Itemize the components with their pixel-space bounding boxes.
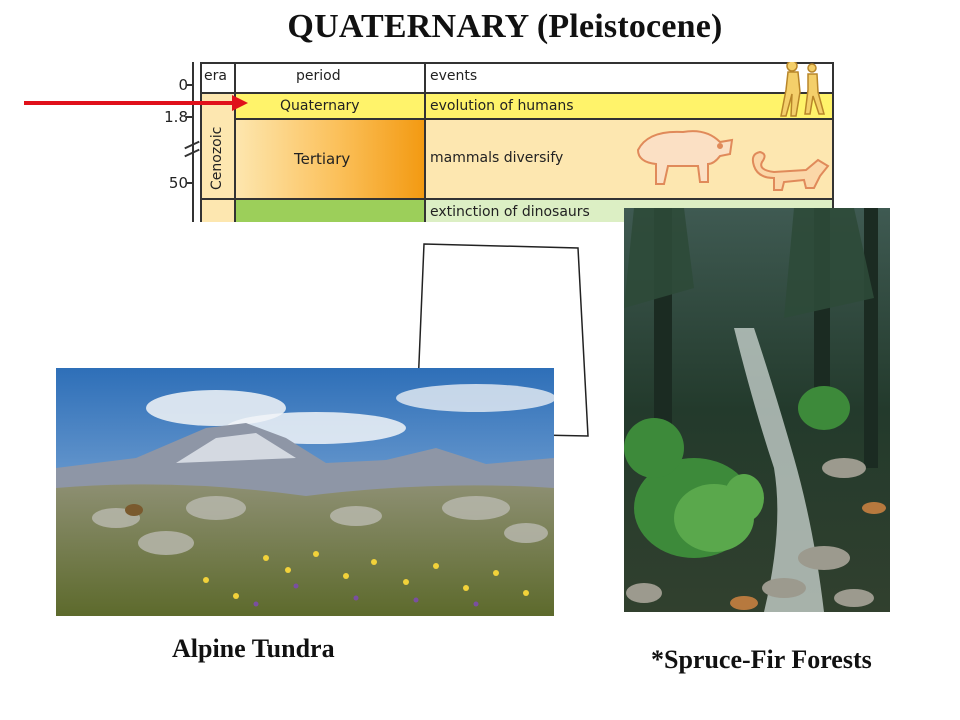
- period-quaternary: Quaternary: [280, 98, 360, 114]
- age-label: 0: [178, 76, 188, 94]
- pointer-arrow: [24, 101, 232, 105]
- era-cell-bg: [200, 94, 234, 222]
- caption-alpine-tundra: Alpine Tundra: [172, 634, 335, 663]
- small-mammal-icon: [751, 150, 830, 191]
- column-header-events: events: [430, 68, 478, 84]
- spruce-fir-forest-photo: [624, 208, 890, 612]
- event-humans: evolution of humans: [430, 98, 574, 114]
- age-label: 1.8: [164, 108, 188, 126]
- column-header-era: era: [204, 68, 227, 84]
- tertiary-period-bg: [234, 120, 424, 200]
- alpine-tundra-photo: [56, 368, 554, 616]
- slide-title: QUATERNARY (Pleistocene): [287, 8, 723, 45]
- geologic-timescale-chart: 0 1.8 50 era period events Quaternary ev…: [158, 62, 834, 222]
- column-header-period: period: [296, 68, 341, 84]
- era-cenozoic-label: Cenozoic: [209, 126, 225, 190]
- tertiary-event-bg: [424, 120, 834, 200]
- caption-spruce-fir-forests: *Spruce-Fir Forests: [651, 645, 872, 674]
- human-figures-icon: [780, 62, 825, 117]
- age-label: 50: [168, 174, 188, 192]
- period-tertiary: Tertiary: [294, 150, 351, 168]
- event-mammals: mammals diversify: [430, 150, 564, 166]
- pointer-arrow-head: [232, 95, 248, 111]
- age-axis: 0 1.8 50: [158, 62, 200, 222]
- timescale-table: era period events Quaternary evolution o…: [200, 62, 834, 222]
- mammal-illustration-icon: [636, 130, 734, 185]
- cretaceous-period-bg: [234, 200, 424, 222]
- event-dinosaur-extinction: extinction of dinosaurs: [430, 204, 590, 220]
- quaternary-row-bg: [234, 94, 834, 120]
